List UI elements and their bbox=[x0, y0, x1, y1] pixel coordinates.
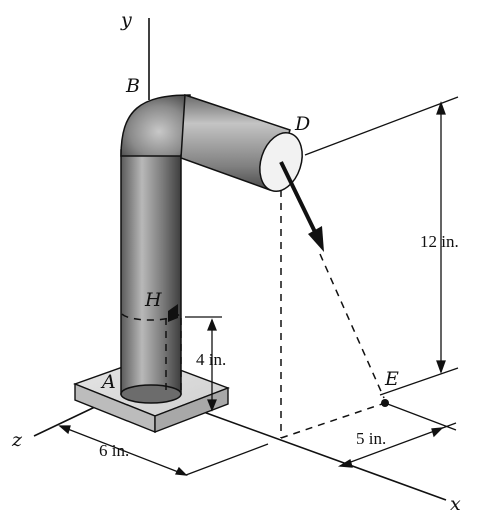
base-right-face bbox=[154, 386, 229, 434]
label-dim-5in: 5 in. bbox=[356, 429, 386, 448]
label-point-E: E bbox=[384, 368, 399, 390]
label-dim-4in: 4 in. bbox=[196, 350, 226, 369]
pipe-foot bbox=[120, 384, 182, 404]
dimension-4in bbox=[185, 316, 222, 412]
label-dim-6in: 6 in. bbox=[99, 441, 129, 460]
construction-lines bbox=[121, 190, 386, 439]
floor-line bbox=[280, 402, 386, 439]
dimension-12in bbox=[304, 96, 459, 396]
cable-line-DE bbox=[319, 253, 385, 399]
force-arrow-shaft bbox=[279, 161, 317, 233]
label-point-A: A bbox=[100, 371, 116, 393]
point-H-marker bbox=[168, 304, 178, 322]
label-axis-z: z bbox=[11, 429, 23, 451]
dimension-6in bbox=[58, 425, 269, 476]
vertical-pipe-body bbox=[120, 149, 182, 395]
pipe-elbow bbox=[120, 94, 191, 157]
label-point-H: H bbox=[144, 289, 162, 311]
label-axis-y: y bbox=[120, 9, 132, 31]
vertical-pipe bbox=[120, 149, 182, 404]
dimension-5in bbox=[337, 402, 457, 468]
x-axis bbox=[175, 401, 447, 501]
label-point-B: B bbox=[125, 75, 140, 97]
force-arrow bbox=[279, 161, 324, 252]
label-dim-12in: 12 in. bbox=[420, 232, 459, 251]
force-arrow-head bbox=[308, 226, 324, 252]
label-point-D: D bbox=[294, 113, 310, 135]
coordinate-axes bbox=[33, 18, 447, 501]
label-axis-x: x bbox=[450, 493, 461, 515]
